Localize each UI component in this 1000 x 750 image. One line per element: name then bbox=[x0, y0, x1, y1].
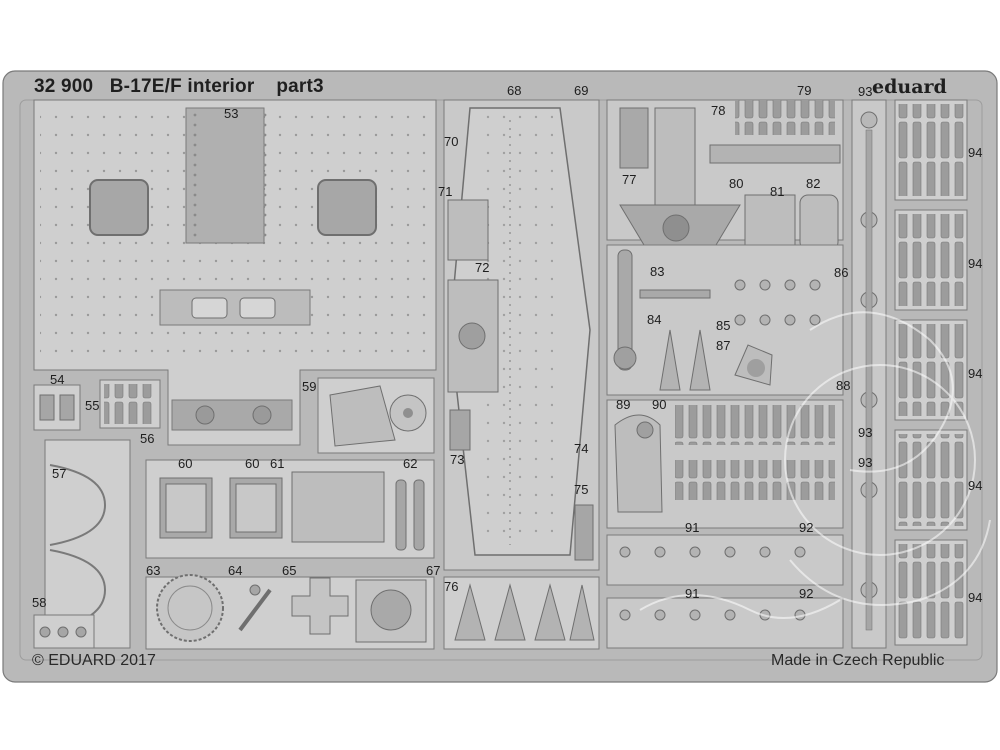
part-number-60: 60 bbox=[178, 456, 192, 471]
parts-83-88 bbox=[606, 244, 844, 396]
part-number-53: 53 bbox=[224, 106, 238, 121]
copyright-text: © EDUARD 2017 bbox=[32, 652, 156, 669]
part-number-93: 93 bbox=[858, 455, 872, 470]
part-number-86: 86 bbox=[834, 265, 848, 280]
part-number-62: 62 bbox=[403, 456, 417, 471]
part-number-68: 68 bbox=[507, 83, 521, 98]
part-number-79: 79 bbox=[797, 83, 811, 98]
part-number-67: 67 bbox=[426, 563, 440, 578]
part-number-56: 56 bbox=[140, 431, 154, 446]
part-number-94: 94 bbox=[968, 478, 982, 493]
part-number-94: 94 bbox=[968, 256, 982, 271]
part-number-72: 72 bbox=[475, 260, 489, 275]
part-number-82: 82 bbox=[806, 176, 820, 191]
part-number-60: 60 bbox=[245, 456, 259, 471]
part-53-floor-panel bbox=[33, 99, 437, 446]
part-number-65: 65 bbox=[282, 563, 296, 578]
part-number-83: 83 bbox=[650, 264, 664, 279]
origin-text: Made in Czech Republic bbox=[771, 652, 945, 669]
product-code: 32 900 bbox=[34, 76, 94, 97]
part-number-89: 89 bbox=[616, 397, 630, 412]
parts-77-82 bbox=[606, 99, 844, 256]
part-93-strips bbox=[851, 99, 887, 649]
part-number-84: 84 bbox=[647, 312, 661, 327]
part-number-81: 81 bbox=[770, 184, 784, 199]
parts-68-76 bbox=[443, 99, 600, 650]
part-number-61: 61 bbox=[270, 456, 284, 471]
part-94-blocks bbox=[894, 99, 968, 646]
part-number-58: 58 bbox=[32, 595, 46, 610]
part-number-93: 93 bbox=[858, 425, 872, 440]
parts-63-67 bbox=[145, 574, 435, 650]
part-number-75: 75 bbox=[574, 482, 588, 497]
part-number-92: 92 bbox=[799, 586, 813, 601]
part-number-87: 87 bbox=[716, 338, 730, 353]
part-number-57: 57 bbox=[52, 466, 66, 481]
part-number-59: 59 bbox=[302, 379, 316, 394]
part-number-94: 94 bbox=[968, 590, 982, 605]
part-number-63: 63 bbox=[146, 563, 160, 578]
eduard-watermark-logo bbox=[639, 311, 991, 619]
fret-part: part3 bbox=[276, 76, 324, 97]
part-number-88: 88 bbox=[836, 378, 850, 393]
part-number-93: 93 bbox=[858, 84, 872, 99]
part-number-94: 94 bbox=[968, 145, 982, 160]
part-number-54: 54 bbox=[50, 372, 64, 387]
part-number-69: 69 bbox=[574, 83, 588, 98]
parts-60-61-62 bbox=[145, 459, 435, 559]
part-number-85: 85 bbox=[716, 318, 730, 333]
part-number-92: 92 bbox=[799, 520, 813, 535]
part-number-76: 76 bbox=[444, 579, 458, 594]
part-number-91: 91 bbox=[685, 520, 699, 535]
part-59 bbox=[317, 377, 435, 454]
part-number-94: 94 bbox=[968, 366, 982, 381]
parts-89-90 bbox=[606, 399, 844, 529]
part-number-70: 70 bbox=[444, 134, 458, 149]
part-number-91: 91 bbox=[685, 586, 699, 601]
part-number-73: 73 bbox=[450, 452, 464, 467]
part-number-55: 55 bbox=[85, 398, 99, 413]
part-number-80: 80 bbox=[729, 176, 743, 191]
part-number-71: 71 bbox=[438, 184, 452, 199]
part-number-78: 78 bbox=[711, 103, 725, 118]
fret-title: 32 900 B-17E/F interior part3 bbox=[34, 76, 324, 98]
part-number-77: 77 bbox=[622, 172, 636, 187]
part-number-74: 74 bbox=[574, 441, 588, 456]
part-number-64: 64 bbox=[228, 563, 242, 578]
product-name: B-17E/F interior bbox=[109, 76, 255, 97]
part-number-labels: 53 54 55 56 57 58 59 60 60 61 62 63 64 65 67 68 69 70 71 72… bbox=[32, 83, 982, 610]
part-number-90: 90 bbox=[652, 397, 666, 412]
small-parts-left bbox=[33, 379, 161, 649]
brand-logo-text: eduard bbox=[872, 76, 947, 98]
